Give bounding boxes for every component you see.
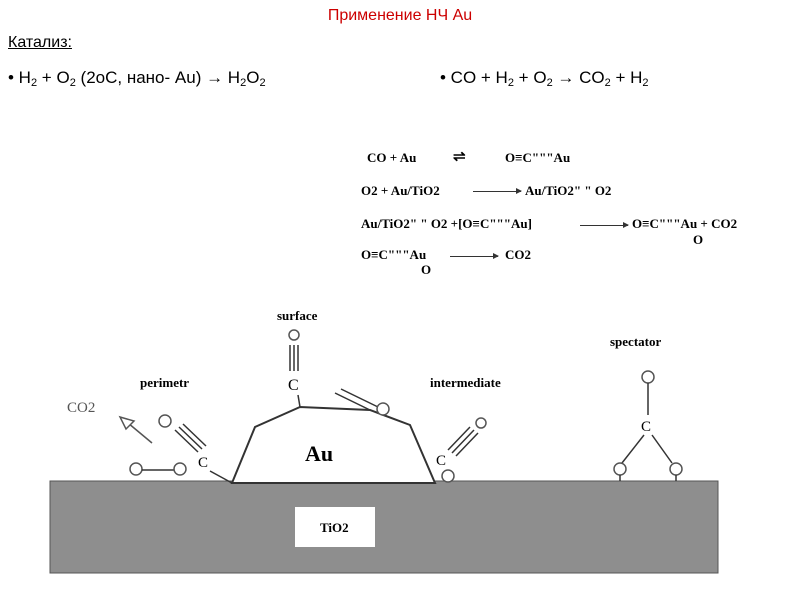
bridge-o-atom: [376, 402, 390, 416]
spectator-o-left: [613, 462, 627, 476]
tio2-label-box: [295, 507, 375, 547]
reaction-1-left: CO + Au: [367, 150, 417, 165]
surface-c-atom: C: [288, 377, 299, 394]
section-subtitle: Катализ:: [8, 34, 72, 51]
reaction-4-oxygen: O: [421, 262, 432, 277]
label-co2: CO2: [67, 400, 95, 416]
equilibrium-arrow: ⇌: [453, 149, 466, 165]
label-intermediate: intermediate: [430, 375, 501, 390]
reaction-4-left: O≡C"""Au: [361, 247, 427, 262]
spectator-o-right: [669, 462, 683, 476]
intermediate-o-atom: [475, 417, 487, 429]
page-title: Применение НЧ Au: [327, 7, 473, 24]
reaction-scheme: CO + Au ⇌ O≡C"""Au O2 + Au/TiO2 Au/TiO2"…: [355, 140, 785, 285]
au-label: Au: [305, 441, 333, 466]
equation-h2-o2: • H2 + O2 (2oC, нано- Au) → H2O2: [8, 68, 266, 89]
reaction-3-arrow: [580, 222, 629, 228]
reaction-2-arrow: [473, 188, 522, 194]
intermediate-c-atom: C: [436, 453, 446, 469]
reaction-2-left: O2 + Au/TiO2: [361, 183, 440, 198]
label-perimetr: perimetr: [140, 375, 189, 390]
reaction-4-right: CO2: [505, 247, 531, 262]
surface-o-atom: [288, 329, 300, 341]
perimetr-o-atom: [158, 414, 172, 428]
reaction-1-right: O≡C"""Au: [505, 150, 571, 165]
reaction-3-left: Au/TiO2" " O2 +[O≡C"""Au]: [361, 216, 532, 231]
au-particle: [230, 405, 437, 484]
equation-co-oxidation: • CO + H2 + O2 → CO2 + H2: [440, 68, 649, 89]
peroxo-o-atom-1: [129, 462, 143, 476]
intermediate-o-lower: [441, 469, 455, 483]
tio2-substrate: [49, 480, 719, 574]
spectator-c-atom: C: [641, 419, 651, 435]
spectator-o-top: [641, 370, 655, 384]
label-surface: surface: [277, 308, 318, 323]
co2-release-arrow: [118, 415, 136, 431]
catalyst-diagram: TiO2 Au surface C intermediate C perimet…: [49, 308, 719, 574]
label-spectator: spectator: [610, 334, 661, 349]
reaction-2-right: Au/TiO2" " O2: [525, 183, 612, 198]
reaction-4-arrow: [450, 253, 499, 259]
peroxo-o-atom-2: [173, 462, 187, 476]
reaction-3-right: O≡C"""Au + CO2: [632, 216, 738, 231]
reaction-3-oxygen: O: [693, 232, 704, 247]
perimetr-c-atom: C: [198, 455, 208, 471]
tio2-label: TiO2: [320, 520, 349, 535]
